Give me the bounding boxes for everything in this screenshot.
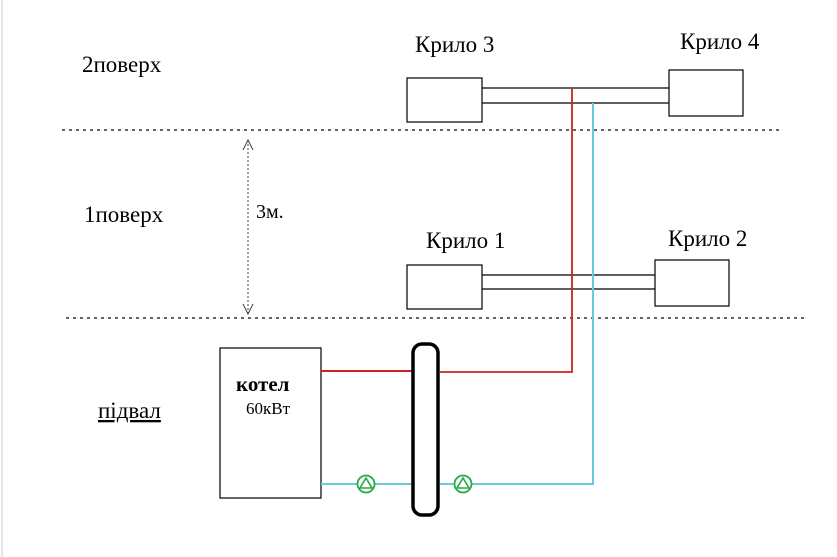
wing-3-label: Крило 3	[415, 32, 494, 57]
return-riser-blue	[440, 103, 594, 485]
boiler-power: 60кВт	[246, 399, 291, 418]
wing-1-label: Крило 1	[426, 228, 505, 253]
floor-label-1: 1поверх	[84, 202, 164, 227]
pump-boiler-circuit-icon	[356, 474, 376, 494]
boiler-name: котел	[236, 372, 290, 396]
wing-4-box	[668, 69, 744, 117]
floor-label-2: 2поверх	[82, 52, 162, 77]
wing-2-box	[654, 259, 730, 307]
wing-3-box	[406, 77, 483, 123]
supply-riser-red	[440, 88, 573, 373]
wing-2-label: Крило 2	[668, 226, 747, 251]
hydraulic-separator	[411, 342, 440, 517]
floor-label-basement: підвал	[98, 398, 161, 423]
boiler-box	[219, 347, 322, 499]
dimension-arrow-down-icon	[242, 303, 254, 316]
dimension-arrow-up-icon	[242, 138, 254, 151]
dimension-label: 3м.	[256, 201, 284, 223]
pump-heating-circuit-icon	[453, 474, 473, 494]
wing-1-box	[406, 264, 483, 310]
wing-4-label: Крило 4	[680, 29, 760, 54]
height-dimension: 3м.	[242, 138, 284, 316]
